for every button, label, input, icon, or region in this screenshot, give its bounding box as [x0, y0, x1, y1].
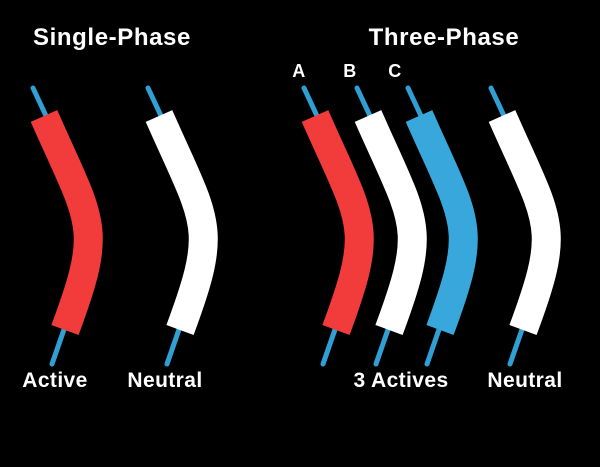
three-active-b-band — [354, 110, 427, 336]
single-neutral-label: Neutral — [127, 369, 203, 392]
three-neutral-label: Neutral — [487, 369, 563, 392]
phase-label-a: A — [292, 61, 306, 81]
three-phase-title: Three-Phase — [368, 24, 520, 51]
three-neutral-band — [488, 110, 561, 336]
three-active-a-wire — [301, 85, 374, 367]
three-active-c-wire — [405, 85, 478, 367]
single-neutral-wire — [145, 85, 218, 367]
single-active-label: Active — [22, 369, 88, 392]
phase-label-b: B — [343, 61, 357, 81]
three-active-b-wire — [354, 85, 427, 367]
single-active-band — [30, 110, 103, 336]
three-active-a-band — [301, 110, 374, 336]
single-phase-title: Single-Phase — [33, 24, 191, 51]
single-neutral-band — [145, 110, 218, 336]
phase-label-c: C — [388, 61, 402, 81]
three-actives-label: 3 Actives — [353, 369, 449, 392]
single-active-wire — [30, 85, 103, 367]
three-active-c-band — [405, 110, 478, 336]
three-neutral-wire — [488, 85, 561, 367]
